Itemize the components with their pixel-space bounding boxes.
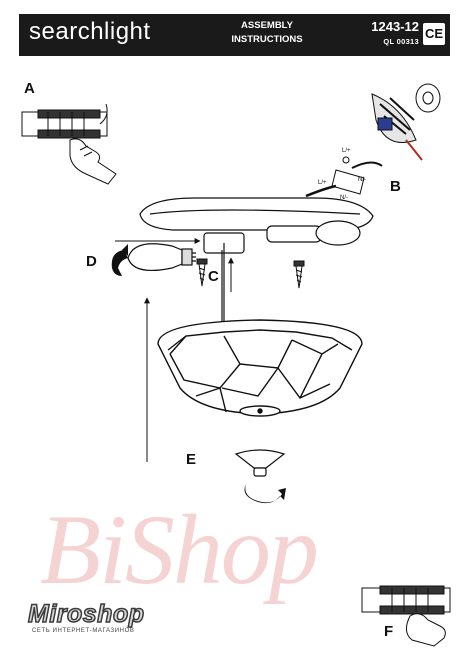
watermark: BiShop: [40, 494, 319, 605]
lamp-holder: [203, 232, 245, 323]
wire-label-l2: L/+: [318, 180, 327, 186]
glass-shade: [157, 319, 363, 417]
step-label-e: E: [186, 451, 197, 468]
terminal-block-icon: [361, 585, 451, 615]
step-label-c: C: [208, 268, 219, 285]
step-label-f: F: [384, 623, 394, 640]
step-label-a: A: [24, 80, 35, 97]
finial-cap: [234, 449, 286, 477]
model-number: 1243-12: [371, 19, 419, 34]
reference-code: QL 00313: [383, 37, 419, 46]
brand-logo: searchlight: [29, 18, 151, 45]
wire-label-n: N/-: [358, 177, 366, 183]
title-line-2: INSTRUCTIONS: [231, 34, 303, 45]
wire-label-n2: N/-: [340, 195, 348, 201]
screw-icon: [293, 260, 305, 289]
miroshop-logo: Miroshop: [27, 599, 145, 629]
rotate-arrow-icon: [111, 244, 128, 276]
step-label-d: D: [86, 253, 97, 270]
document-title: ASSEMBLY INSTRUCTIONS: [224, 19, 310, 47]
wire-label-l: L/+: [342, 148, 351, 154]
ceiling-plate: [139, 197, 374, 246]
document-header: searchlight ASSEMBLY INSTRUCTIONS 1243-1…: [19, 14, 450, 56]
wire-connection-closeup: [371, 83, 441, 161]
title-line-1: ASSEMBLY: [241, 20, 293, 31]
hand-icon: [69, 138, 117, 185]
ce-mark-icon: CE: [423, 23, 445, 45]
bulb-icon: [127, 243, 196, 271]
screw-icon: [196, 258, 208, 287]
rotate-arrow-icon: [244, 484, 286, 504]
step-label-b: B: [390, 178, 401, 195]
terminal-block-icon: [305, 156, 383, 198]
miroshop-tagline: СЕТЬ ИНТЕРНЕТ-МАГАЗИНОВ: [32, 628, 135, 634]
terminal-block-icon: [21, 103, 108, 139]
hand-icon: [406, 613, 446, 647]
